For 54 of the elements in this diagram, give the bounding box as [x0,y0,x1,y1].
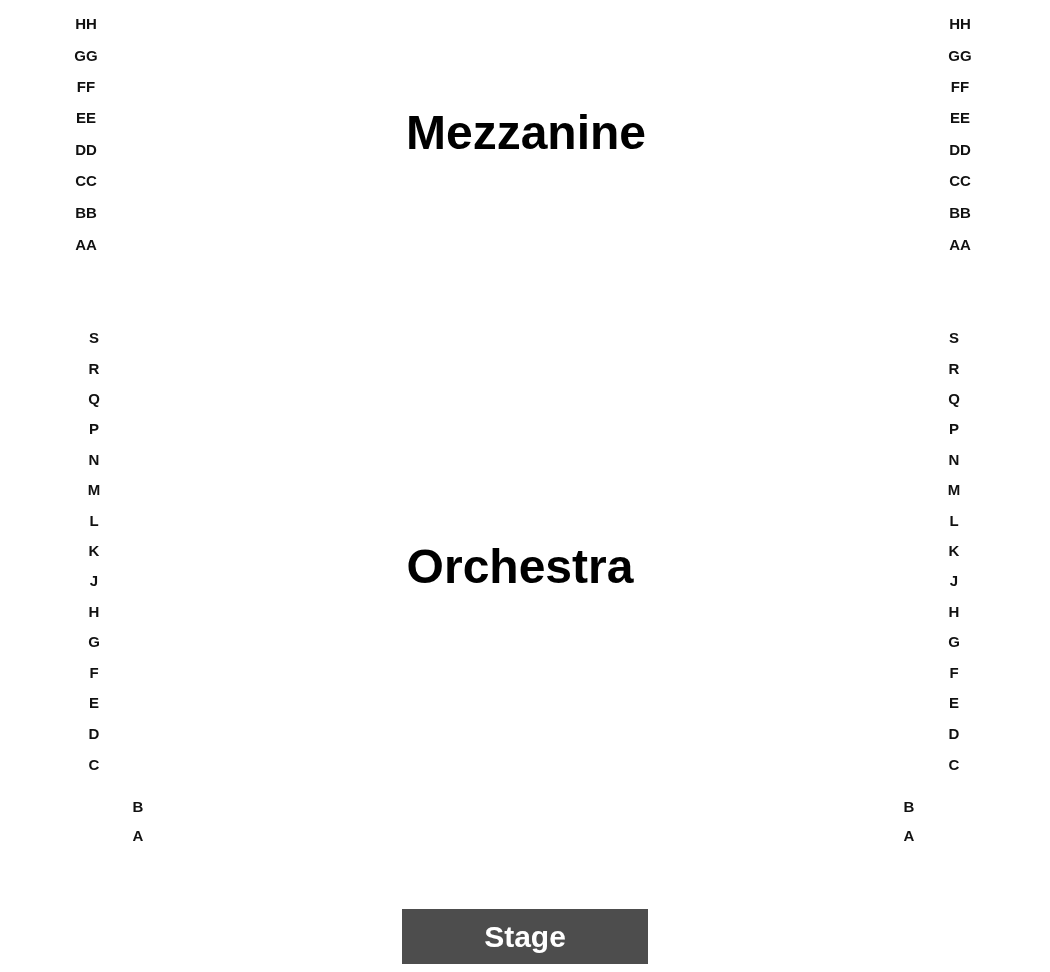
row-label: BB [949,204,971,220]
row-label: M [947,481,961,497]
row-label: E [949,694,959,710]
row-label: J [949,572,959,588]
row-label: DD [75,141,97,157]
row-label: P [949,420,959,436]
row-label: B [903,798,915,814]
row-label: G [948,633,960,649]
row-label: CC [75,172,97,188]
row-label: D [948,725,960,741]
row-label: R [88,360,100,376]
row-label: H [948,603,960,619]
section-label: Orchestra [406,543,634,591]
row-label: FF [76,78,96,94]
row-label: C [88,756,100,772]
row-label: L [949,512,959,528]
row-label: B [132,798,144,814]
row-label: AA [949,236,971,252]
row-label: HH [75,15,97,31]
row-label: R [948,360,960,376]
row-label: FF [950,78,970,94]
row-label: S [89,329,99,345]
row-label: D [88,725,100,741]
row-label: M [87,481,101,497]
row-label: S [949,329,959,345]
row-label: G [88,633,100,649]
row-label: Q [948,390,960,406]
row-label: Q [88,390,100,406]
row-label: K [948,542,960,558]
row-label: E [89,694,99,710]
section-label: Mezzanine [406,109,646,157]
row-label: DD [949,141,971,157]
row-label: GG [74,47,98,63]
row-label: EE [76,109,96,125]
row-label: A [903,827,915,843]
row-label: N [88,451,100,467]
row-label: F [89,664,99,680]
row-label: GG [948,47,972,63]
row-label: HH [949,15,971,31]
row-label: F [949,664,959,680]
row-label: J [89,572,99,588]
row-label: EE [950,109,970,125]
row-label: L [89,512,99,528]
row-label: A [132,827,144,843]
row-label: P [89,420,99,436]
stage-label: Stage [484,919,566,954]
stage-block [402,909,648,964]
row-label: H [88,603,100,619]
row-label: AA [75,236,97,252]
row-label: N [948,451,960,467]
row-label: C [948,756,960,772]
row-label: CC [949,172,971,188]
row-label: BB [75,204,97,220]
row-label: K [88,542,100,558]
